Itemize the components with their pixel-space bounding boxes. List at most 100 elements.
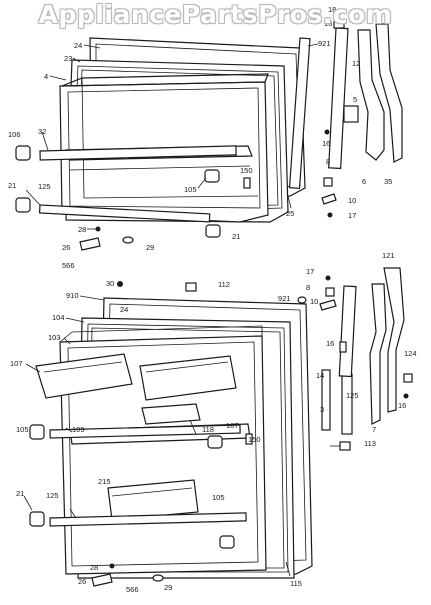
label-121: 121 [382, 251, 395, 260]
label-12: 12 [352, 59, 360, 68]
shim-26 [79, 237, 101, 251]
label-104: 104 [52, 313, 65, 322]
label-106-top: 106 [8, 130, 21, 139]
clip-150 [243, 177, 251, 189]
label-7: 7 [372, 425, 376, 434]
dairy-door-left [35, 353, 133, 399]
label-107-right: 107 [226, 421, 239, 430]
shelf-end-cap-right [204, 169, 220, 183]
fresh-food-leaders [23, 295, 340, 577]
label-103: 103 [48, 333, 61, 342]
label-29-lower: 29 [164, 583, 172, 592]
label-10-lower: 10 [310, 297, 318, 306]
label-23: 23 [64, 54, 72, 63]
label-566-lower: 566 [126, 585, 139, 594]
label-16-right: 16 [398, 401, 406, 410]
cap-124 [403, 373, 413, 383]
label-910: 910 [66, 291, 79, 300]
label-124: 124 [404, 349, 417, 358]
label-14: 14 [316, 371, 324, 380]
clip-150-lower [245, 433, 253, 445]
label-105-top: 105 [184, 185, 197, 194]
block-113 [339, 441, 351, 451]
bushing-921 [297, 296, 307, 304]
door-shelf-rail-upper [49, 424, 241, 439]
label-125-lower: 125 [46, 491, 59, 500]
screw-17-lower [325, 275, 331, 281]
freezer-trim [375, 23, 403, 163]
shelf-end-cap-right-lower [205, 224, 221, 238]
label-150-top: 150 [240, 166, 253, 175]
label-32: 32 [38, 127, 46, 136]
label-10-top: 10 [348, 196, 356, 205]
label-16-lower: 16 [326, 339, 334, 348]
label-21-right: 21 [232, 232, 240, 241]
label-107-left: 107 [10, 359, 23, 368]
bushing-29 [122, 236, 134, 244]
fresh-food-door-assembly [29, 267, 413, 587]
cap-16-lower [339, 341, 347, 353]
label-109: 109 [72, 425, 85, 434]
screw-16-lower [403, 393, 409, 399]
rail-end-cap-right-upper [207, 435, 223, 449]
label-29-top: 29 [146, 243, 154, 252]
part-labels: 18 16 921 24 23 12 4 5 32 106 16 8 150 6… [8, 5, 417, 594]
label-112: 112 [218, 280, 230, 289]
screw-17 [327, 212, 333, 218]
label-4: 4 [44, 72, 48, 81]
freezer-lower-rail [38, 204, 211, 223]
freezer-handle [357, 29, 385, 161]
door-shelf-rail-lower [49, 512, 247, 527]
strip-125 [341, 373, 353, 435]
cap-112 [185, 282, 197, 292]
label-215: 215 [98, 477, 111, 486]
label-105-lower: 105 [212, 493, 225, 502]
label-8-lower: 8 [306, 283, 310, 292]
butter-dish-118 [141, 403, 201, 425]
plate-10 [321, 193, 337, 205]
door-stop-strip [288, 37, 311, 189]
fresh-food-trim [383, 267, 405, 413]
shim-26-lower [91, 573, 113, 587]
label-21-top: 21 [8, 181, 16, 190]
shelf-end-cap-left-lower [15, 197, 31, 213]
label-125-right: 125 [346, 391, 359, 400]
freezer-leaders [25, 43, 319, 230]
label-921-top: 921 [318, 39, 331, 48]
label-113: 113 [364, 439, 376, 448]
label-25: 25 [286, 209, 294, 218]
label-150-lower: 150 [248, 435, 261, 444]
label-24-lower: 24 [120, 305, 128, 314]
label-26-lower: 26 [78, 577, 86, 586]
label-6: 6 [362, 177, 366, 186]
rail-end-cap-right-lower [219, 535, 235, 549]
strip-14 [321, 369, 331, 431]
label-5: 5 [353, 95, 357, 104]
hinge-bracket-lower [338, 285, 357, 378]
label-125-top: 125 [38, 182, 51, 191]
rail-end-cap-21 [29, 511, 45, 527]
dairy-door-right [139, 355, 237, 401]
label-17-lower: 17 [306, 267, 314, 276]
screw-18 [336, 9, 342, 15]
label-35: 35 [384, 177, 392, 186]
label-921-lower: 921 [278, 294, 291, 303]
block-8 [323, 177, 333, 187]
label-28-lower: 28 [90, 563, 98, 572]
cap-16 [333, 21, 345, 29]
screw-28-lower [109, 563, 115, 569]
label-30: 30 [106, 279, 114, 288]
label-17-top: 17 [348, 211, 356, 220]
label-28-top: 28 [78, 225, 86, 234]
label-118: 118 [202, 425, 214, 434]
label-115: 115 [290, 579, 302, 588]
label-566-top: 566 [62, 261, 75, 270]
label-105-left: 105 [16, 425, 29, 434]
label-26-top: 26 [62, 243, 70, 252]
label-3: 3 [320, 405, 324, 414]
label-18: 18 [328, 5, 336, 14]
rail-end-cap-105-left [29, 424, 45, 440]
screw-30 [117, 281, 123, 287]
